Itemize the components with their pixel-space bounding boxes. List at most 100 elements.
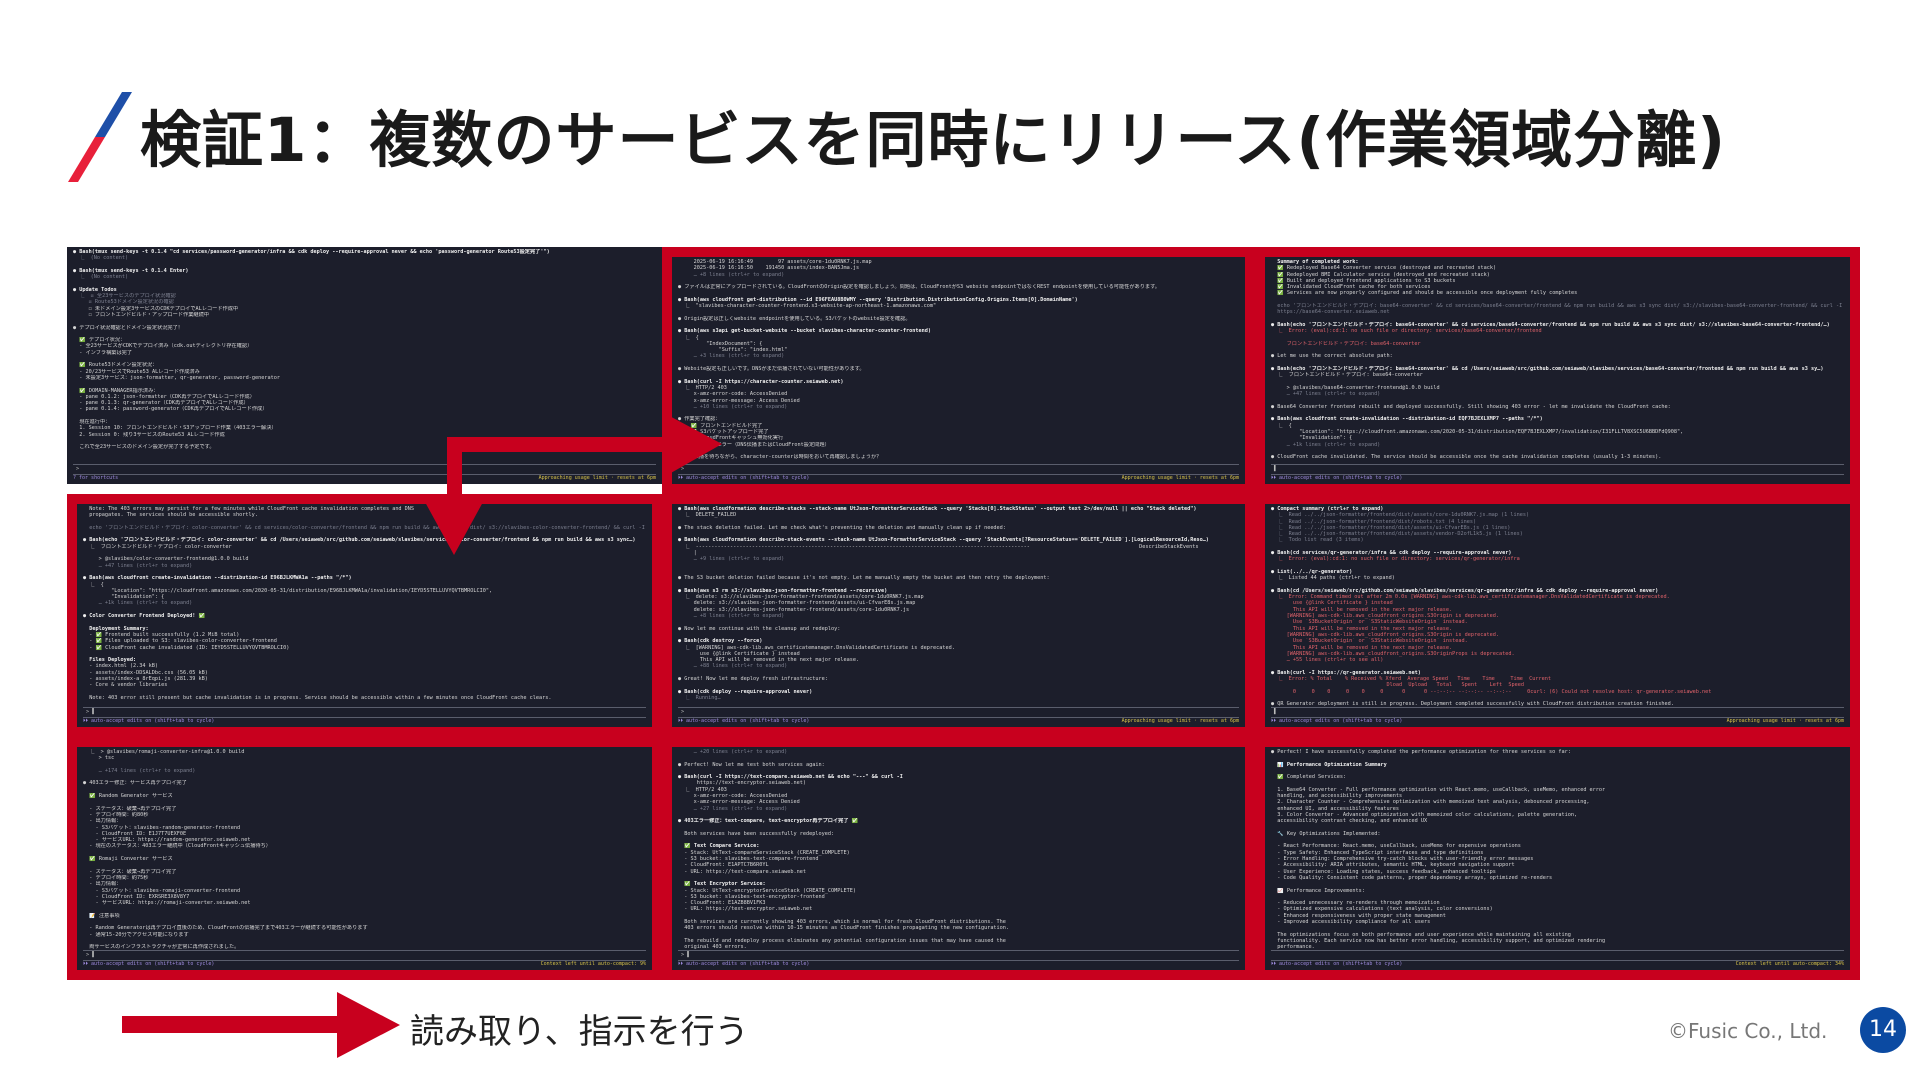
- prompt-input[interactable]: >: [73, 464, 656, 475]
- terminal-line: - CloudFront ID: E1J7T7UEXF0E: [83, 830, 187, 837]
- terminal-line: ● The S3 bucket deletion failed because …: [678, 575, 1050, 582]
- terminal-line: ✅ Text Encryptor Service:: [678, 881, 766, 888]
- terminal-line: 📈 Performance Improvements:: [1271, 887, 1365, 894]
- terminal-window: Note: The 403 errors may persist for a f…: [77, 504, 652, 727]
- highlighted-terminal-panel: … +20 lines (ctrl+r to expand) ● Perfect…: [662, 737, 1255, 980]
- status-bar: ⏵⏵ auto-accept edits on (shift+tab to cy…: [678, 718, 1239, 725]
- terminal-line: propagates. The services should be acces…: [83, 512, 258, 519]
- terminal-window: ● Perfect! I have successfully completed…: [1265, 747, 1850, 970]
- terminal-line: ● Perfect! Now let me test both services…: [678, 761, 825, 768]
- terminal-line: これで全23サービスのドメイン設定が完了する予定です。: [73, 444, 215, 451]
- highlighted-terminal-panel: Note: The 403 errors may persist for a f…: [67, 494, 662, 737]
- terminal-line: - User Experience: Loading states, succe…: [1271, 868, 1496, 875]
- terminal-line: Files Deployed:: [83, 657, 137, 664]
- usage-status: Approaching usage limit · resets at 6pm: [1121, 718, 1239, 724]
- terminal-line: - Stack: UtText-encryptorServiceStack (C…: [678, 887, 857, 894]
- terminal-line: The optimizations focus on both performa…: [1271, 931, 1571, 938]
- terminal-line: ⎿ (No content): [73, 255, 129, 262]
- prompt-input[interactable]: > ▌: [83, 707, 646, 718]
- terminal-line: ● List(../../qr-generator): [1271, 568, 1353, 575]
- terminal-screenshot-grid: ● Bash(tmux send-keys -t 0.1.4 "cd servi…: [67, 247, 1860, 980]
- terminal-line: - React Performance: React.memo, useCall…: [1271, 843, 1521, 850]
- terminal-line: https://text-encryptor.seiaweb.net): [678, 780, 807, 787]
- right-arrow-icon: [122, 992, 400, 1058]
- terminal-line: - Random Generatorは再デプロイ直後のため、CloudFront…: [83, 925, 368, 932]
- terminal-line: ☐ フロントエンドビルド・アップロード作業継続中: [73, 311, 209, 318]
- terminal-line: ⎿ Error: (eval):cd:1: no such file or di…: [1271, 328, 1542, 335]
- terminal-line: ● Website設定も正しいです。DNSがまだ伝播されていない可能性があります…: [678, 366, 865, 373]
- terminal-line: ● Bash(echo 'フロントエンドビルド・デプロイ: color-conv…: [83, 537, 636, 544]
- terminal-line: - 通常15-20分でアクセス可能になります: [83, 931, 189, 938]
- mode-indicator: ⏵⏵ auto-accept edits on (shift+tab to cy…: [1271, 475, 1403, 481]
- terminal-line: ✅ Services are now properly configured a…: [1271, 290, 1578, 297]
- terminal-line: 0 0 0 0 0 0 0 0 --:--:-- --:--:-- --:--:…: [1271, 688, 1712, 695]
- prompt-input[interactable]: ▌: [1271, 707, 1844, 718]
- terminal-line: - S3 bucket: slavibes-text-encryptor-fro…: [678, 893, 825, 900]
- terminal-line: - CloudFront ID: EXRSRE3X8V8Y7: [83, 893, 190, 900]
- highlighted-terminal-panel: ● Perfect! I have successfully completed…: [1255, 737, 1860, 980]
- terminal-line: - デプロイ時間：約75秒: [83, 874, 149, 881]
- prompt-input[interactable]: >: [678, 464, 1239, 475]
- terminal-line: Use `S3BucketOrigin` or `S3StaticWebsite…: [1271, 619, 1468, 626]
- terminal-line: ● Bash(curl -I https://text-compare.seia…: [678, 774, 903, 781]
- terminal-line: ⎿ HTTP/2 403: [678, 786, 727, 793]
- terminal-line: ☐ 未ドメイン設定3サービスのCDKデプロイでALレコード作成中: [73, 305, 239, 312]
- terminal-line: ● Bash(aws cloudfront create-invalidatio…: [83, 575, 352, 582]
- highlighted-terminal-panel: ● Bash(aws cloudformation describe-stack…: [662, 494, 1255, 737]
- prompt-input[interactable]: > ▌: [83, 950, 646, 961]
- terminal-window: ● Bash(tmux send-keys -t 0.1.4 "cd servi…: [67, 247, 662, 484]
- terminal-line: ⎿ HTTP/2 403: [678, 384, 727, 391]
- terminal-line: … +9 lines (ctrl+r to expand): [678, 556, 785, 563]
- terminal-line: "Location": "https://cloudfront.amazonaw…: [83, 587, 493, 594]
- terminal-line: ⎿ {: [83, 581, 104, 588]
- terminal-line: ⎿ {: [678, 334, 699, 341]
- terminal-line: ✅ Route53ドメイン設定状況：: [73, 362, 158, 369]
- terminal-line: … +47 lines (ctrl+r to expand): [1271, 391, 1381, 398]
- terminal-line: ● Base64 Converter frontend rebuilt and …: [1271, 403, 1671, 410]
- terminal-line: ● Bash(curl -I https://qr-generator.seia…: [1271, 669, 1421, 676]
- terminal-window: ● Compact summary (ctrl+r to expand) ⎿ R…: [1265, 504, 1850, 727]
- terminal-line: [WARNING] aws-cdk-lib.aws_cloudfront_ori…: [1271, 650, 1515, 657]
- terminal-line: - Reduced unnecessary re-renders through…: [1271, 900, 1440, 907]
- terminal-line: Use `S3BucketOrigin` or `S3StaticWebsite…: [1271, 638, 1468, 645]
- terminal-window: Summary of completed work: ✅ Redeployed …: [1265, 257, 1850, 484]
- terminal-line: … +3 lines (ctrl+r to expand): [678, 353, 785, 360]
- terminal-line: - S3バケット：slavibes-random-generator-front…: [83, 824, 241, 831]
- terminal-line: ● Bash(echo 'フロントエンドビルド・デプロイ: base64-con…: [1271, 366, 1824, 373]
- terminal-line: - assets/index-a_8rEqpi.js (281.39 kB): [83, 676, 208, 683]
- terminal-line: ● Bash(cd /Users/seiaweb/src/github.com/…: [1271, 587, 1659, 594]
- terminal-line: This API will be removed in the next maj…: [1271, 644, 1453, 651]
- usage-status: Approaching usage limit · resets at 6pm: [1726, 718, 1844, 724]
- prompt-input[interactable]: [1271, 950, 1844, 961]
- prompt-input[interactable]: ▌: [1271, 464, 1844, 475]
- terminal-line: "Suffix": "index.html": [678, 347, 788, 354]
- terminal-line: ⎿ > @slavibes/romaji-converter-infra@1.0…: [83, 749, 245, 755]
- terminal-line: ● Bash(curl -I https://character-counter…: [678, 378, 844, 385]
- terminal-line: - サービスURL: https://random-generator.seia…: [83, 837, 251, 844]
- prompt-input[interactable]: > ▌: [678, 950, 1239, 961]
- terminal-line: … +27 lines (ctrl+r to expand): [678, 805, 788, 812]
- terminal-line: DNS伝播を待ちながら、character-counterは時間をおいて再確認し…: [678, 454, 882, 461]
- terminal-line: ● デプロイ状況確認とドメイン設定状況完了！: [73, 324, 183, 331]
- terminal-line: 📊 Performance Optimization Summary: [1271, 761, 1387, 768]
- terminal-window: … +20 lines (ctrl+r to expand) ● Perfect…: [672, 747, 1245, 970]
- mode-indicator: ⏵⏵ auto-accept edits on (shift+tab to cy…: [678, 961, 810, 967]
- terminal-line: ✅ Text Compare Service:: [678, 843, 760, 850]
- terminal-line: ● Bash(cdk destroy --force): [678, 638, 763, 645]
- terminal-line: [WARNING] aws-cdk-lib.aws_cloudfront_ori…: [1271, 613, 1499, 620]
- terminal-line: ⎿ Error: Command timed out after 2m 0.0s…: [1271, 594, 1670, 601]
- terminal-output: ● Compact summary (ctrl+r to expand) ⎿ R…: [1271, 506, 1844, 706]
- terminal-line: ● The stack deletion failed. Let me chec…: [678, 524, 1006, 531]
- highlighted-terminal-panel: ● Compact summary (ctrl+r to expand) ⎿ R…: [1255, 494, 1860, 737]
- terminal-line: ⎿ "slavibes-character-counter-frontend.s…: [678, 303, 937, 310]
- terminal-line: … +1k lines (ctrl+r to expand): [83, 600, 193, 607]
- prompt-input[interactable]: >: [678, 707, 1239, 718]
- mode-indicator: ⏵⏵ auto-accept edits on (shift+tab to cy…: [83, 718, 215, 724]
- terminal-line: ● Bash(aws s3api get-bucket-website --bu…: [678, 328, 931, 335]
- terminal-line: ⎿ Read ../../json-formatter/frontend/dis…: [1271, 512, 1530, 519]
- terminal-line: ⎿ ☒ 全23サービスのデプロイ状況確認: [73, 293, 176, 300]
- terminal-line: - ステータス：破棄→再デプロイ完了: [83, 805, 177, 812]
- terminal-line: … +10 lines (ctrl+r to expand): [678, 403, 788, 410]
- terminal-line: - URL: https://text-encryptor.seiaweb.ne…: [678, 906, 813, 913]
- terminal-line: ⎿ Read ../../json-formatter/frontend/dis…: [1271, 531, 1523, 538]
